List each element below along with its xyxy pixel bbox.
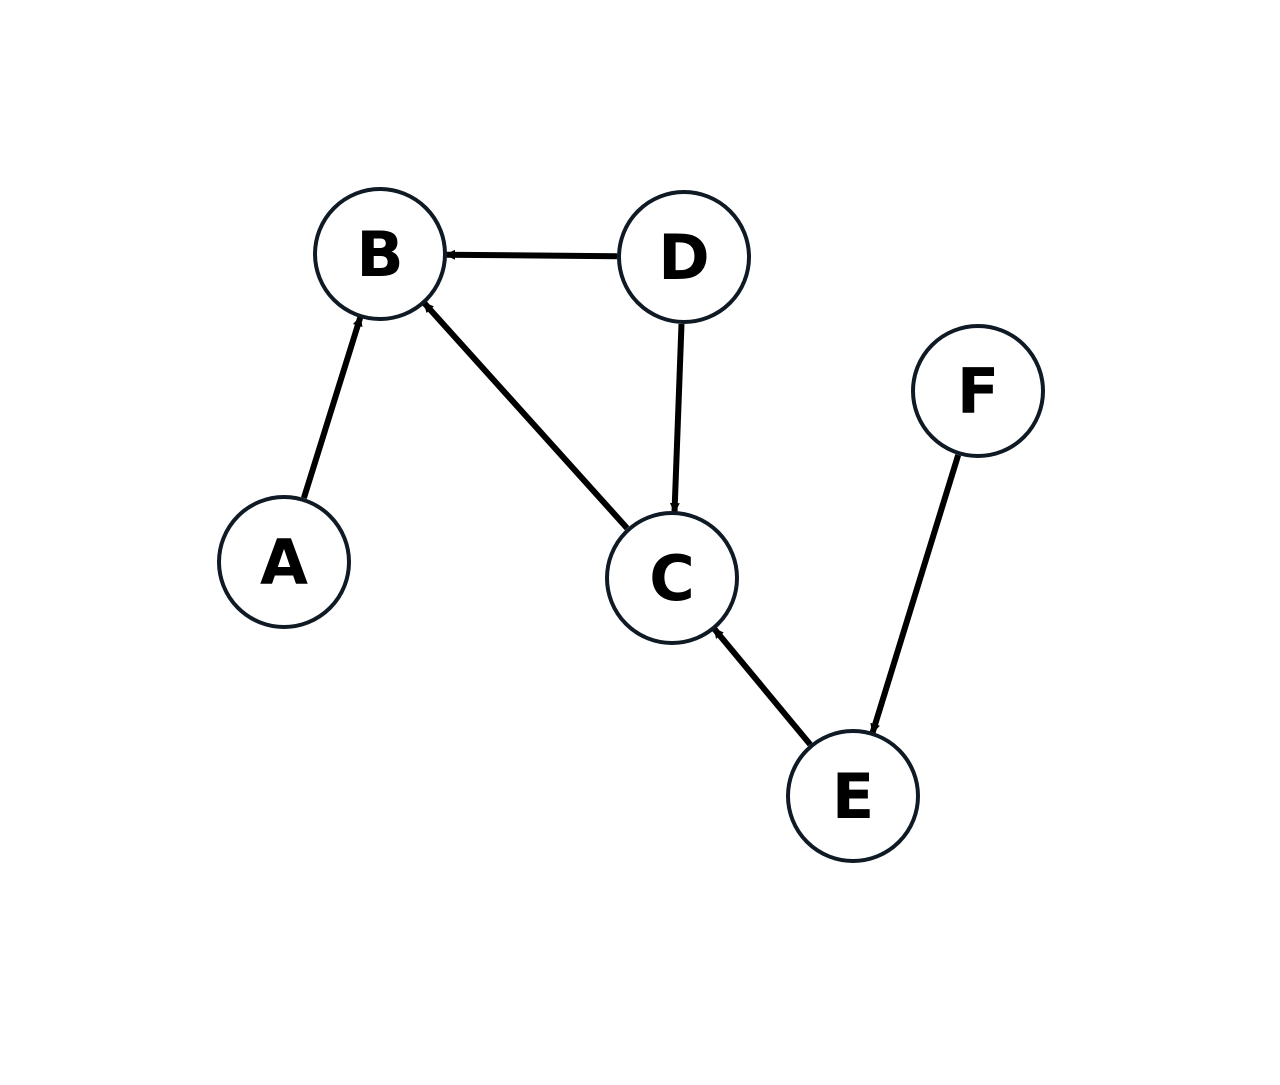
node-f: F: [911, 324, 1045, 458]
edge-a-to-b: [301, 316, 364, 499]
node-label: E: [832, 760, 874, 833]
edge-c-to-b: [421, 300, 630, 531]
node-circle: [605, 511, 739, 645]
edge-f-to-e: [869, 454, 962, 734]
node-label: C: [649, 542, 695, 615]
node-b: B: [313, 187, 447, 321]
node-c: C: [605, 511, 739, 645]
edges-layer: [301, 249, 962, 747]
node-circle: [786, 729, 920, 863]
node-circle: [617, 190, 751, 324]
node-e: E: [786, 729, 920, 863]
edge-e-to-c: [711, 626, 813, 747]
node-circle: [911, 324, 1045, 458]
node-label: F: [957, 355, 999, 428]
node-circle: [313, 187, 447, 321]
edge-d-to-c: [669, 323, 685, 513]
node-label: A: [260, 526, 308, 599]
nodes-layer: A B C D E F: [217, 187, 1045, 863]
node-circle: [217, 495, 351, 629]
node-d: D: [617, 190, 751, 324]
node-label: D: [658, 221, 709, 294]
node-a: A: [217, 495, 351, 629]
node-label: B: [356, 218, 403, 291]
edge-d-to-b: [445, 249, 618, 260]
